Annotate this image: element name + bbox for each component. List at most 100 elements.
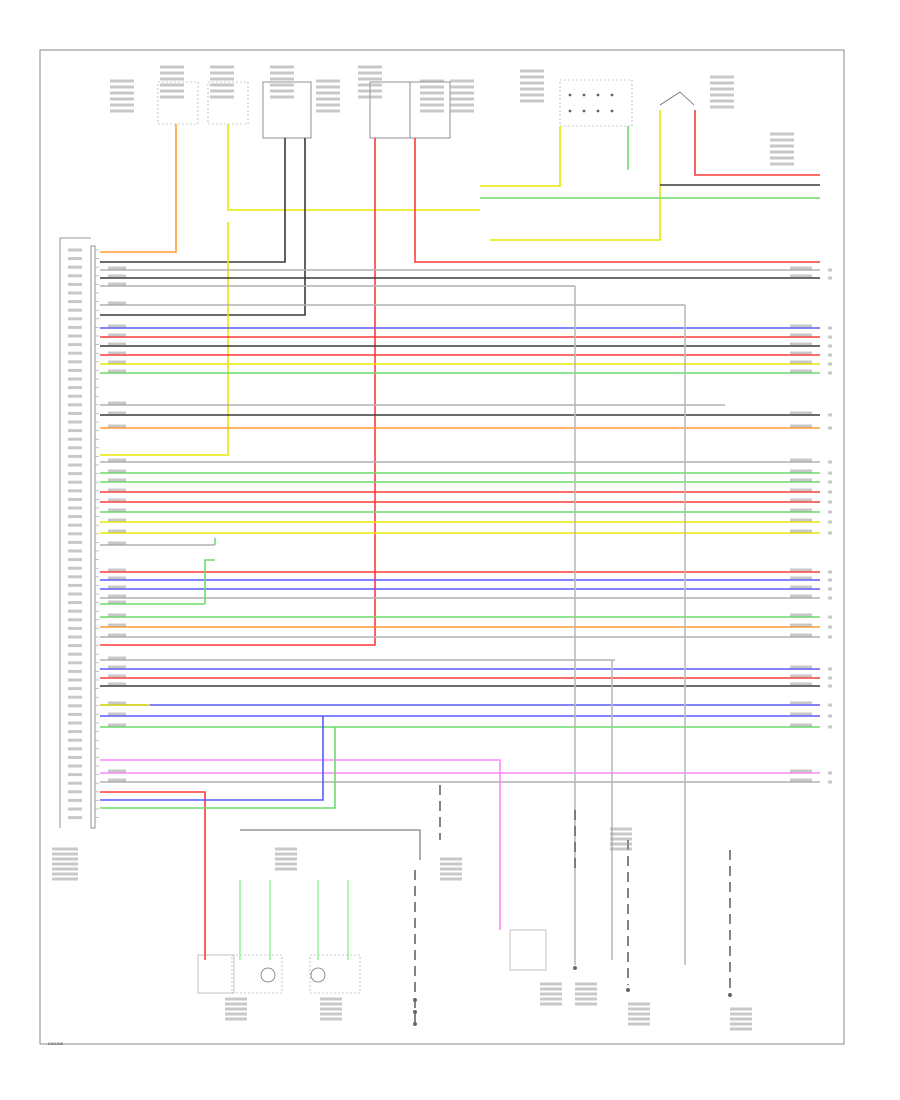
pin-name-mark bbox=[68, 618, 82, 622]
pin-name-mark bbox=[68, 274, 82, 278]
wire-blu-branch bbox=[100, 716, 324, 801]
pin-name-mark bbox=[68, 351, 82, 355]
pin-name-mark bbox=[68, 523, 82, 527]
wire-color-mark bbox=[790, 623, 812, 627]
component-caption-mark bbox=[316, 79, 340, 83]
pin-name-mark bbox=[68, 558, 82, 562]
wire-harness bbox=[100, 110, 820, 1030]
wire-ref-mark bbox=[828, 371, 832, 375]
wire-color-mark bbox=[790, 778, 812, 782]
component-caption-mark bbox=[540, 992, 562, 996]
pin-name-mark bbox=[68, 248, 82, 252]
wire-color-mark bbox=[108, 424, 126, 428]
component-caption-mark bbox=[540, 1002, 562, 1006]
component-caption-mark bbox=[275, 847, 297, 851]
wire-color-mark bbox=[790, 266, 812, 270]
component-caption-mark bbox=[450, 79, 474, 83]
sensor-box-a bbox=[231, 954, 283, 994]
wire-ref-mark bbox=[828, 587, 832, 591]
wire-color-mark bbox=[108, 712, 126, 716]
wire-labels bbox=[52, 65, 832, 1031]
wire-color-mark bbox=[790, 498, 812, 502]
pin-name-mark bbox=[68, 300, 82, 304]
switch-contact-icon bbox=[610, 109, 614, 113]
wire-color-mark bbox=[108, 360, 126, 364]
wire-grn-stub-2 bbox=[204, 559, 215, 604]
wire-color-mark bbox=[790, 769, 812, 773]
wire-color-mark bbox=[790, 274, 812, 278]
wire-color-mark bbox=[790, 594, 812, 598]
component-caption-mark bbox=[316, 97, 340, 101]
component-caption-mark bbox=[110, 103, 134, 107]
ecm-caption-mark bbox=[52, 872, 78, 876]
component-caption-mark bbox=[210, 77, 234, 81]
wire-ref-mark bbox=[828, 615, 832, 619]
wire-color-mark bbox=[108, 498, 126, 502]
component-caption-mark bbox=[275, 852, 297, 856]
component-caption-mark bbox=[450, 109, 474, 113]
ground-icon bbox=[626, 988, 630, 992]
component-caption-mark bbox=[610, 827, 632, 831]
wire-ref-mark bbox=[828, 725, 832, 729]
pin-name-mark bbox=[68, 712, 82, 716]
component-caption-mark bbox=[730, 1012, 752, 1016]
wire-color-mark bbox=[790, 478, 812, 482]
wire-color-mark bbox=[108, 518, 126, 522]
component-caption-mark bbox=[520, 87, 544, 91]
wire-color-mark bbox=[108, 282, 126, 286]
pin-name-mark bbox=[68, 420, 82, 424]
pin-name-mark bbox=[68, 626, 82, 630]
component-caption-mark bbox=[320, 1012, 342, 1016]
wire-ref-mark bbox=[828, 326, 832, 330]
pin-name-mark bbox=[68, 721, 82, 725]
component-caption-mark bbox=[110, 97, 134, 101]
component-caption-mark bbox=[210, 89, 234, 93]
pin-name-mark bbox=[68, 325, 82, 329]
switch-box bbox=[559, 79, 633, 127]
pin-name-mark bbox=[68, 575, 82, 579]
component-caption-mark bbox=[316, 85, 340, 89]
pin-name-mark bbox=[68, 265, 82, 269]
wire-yel-long bbox=[100, 222, 229, 456]
wire-color-mark bbox=[108, 529, 126, 533]
pin-name-mark bbox=[68, 506, 82, 510]
wire-color-mark bbox=[108, 723, 126, 727]
pin-name-mark bbox=[68, 463, 82, 467]
pin-name-mark bbox=[68, 377, 82, 381]
component-caption-mark bbox=[358, 65, 382, 69]
component-caption-mark bbox=[575, 997, 597, 1001]
wire-org-feed bbox=[100, 124, 177, 253]
wire-ref-mark bbox=[828, 413, 832, 417]
wire-color-mark bbox=[108, 274, 126, 278]
wire-color-mark bbox=[108, 369, 126, 373]
diagram-frame bbox=[39, 49, 845, 1045]
wire-ref-mark bbox=[828, 268, 832, 272]
pin-name-mark bbox=[68, 437, 82, 441]
component-caption-mark bbox=[628, 1007, 650, 1011]
ecm-caption-mark bbox=[52, 877, 78, 881]
component-caption-mark bbox=[730, 1027, 752, 1031]
pin-name-mark bbox=[68, 609, 82, 613]
wire-color-mark bbox=[790, 342, 812, 346]
component-caption-mark bbox=[575, 982, 597, 986]
component-caption-mark bbox=[270, 65, 294, 69]
wire-blk-feed bbox=[100, 138, 286, 263]
pin-name-mark bbox=[68, 755, 82, 759]
switch-contact-icon bbox=[596, 93, 600, 97]
pin-name-mark bbox=[68, 695, 82, 699]
switch-contact-icon bbox=[596, 109, 600, 113]
component-caption-mark bbox=[210, 71, 234, 75]
wire-color-mark bbox=[108, 333, 126, 337]
component-caption-mark bbox=[316, 109, 340, 113]
component-caption-mark bbox=[770, 144, 794, 148]
pin-name-mark bbox=[68, 308, 82, 312]
wire-color-mark bbox=[108, 469, 126, 473]
wire-ref-mark bbox=[828, 520, 832, 524]
wire-ref-mark bbox=[828, 460, 832, 464]
wire-ref-mark bbox=[828, 771, 832, 775]
wire-color-mark bbox=[108, 508, 126, 512]
sensor-box-c bbox=[197, 954, 235, 994]
switch-contact-icon bbox=[582, 93, 586, 97]
wire-color-mark bbox=[108, 266, 126, 270]
